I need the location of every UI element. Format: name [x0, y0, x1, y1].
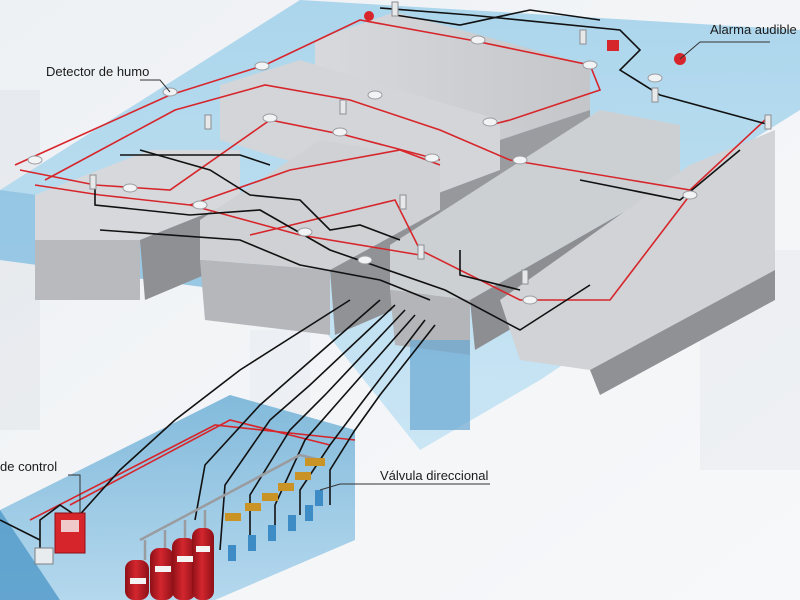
leader-smoke-detector: [140, 79, 171, 93]
valve-handle-icon: [262, 493, 278, 501]
audible-alarm-icon: [364, 11, 374, 21]
nozzle-icon: [391, 1, 399, 17]
cylinder-icon: [192, 528, 214, 600]
nozzle-icon: [651, 87, 659, 103]
valve-handle-icon: [278, 483, 294, 491]
control-panel-icon: [34, 512, 86, 565]
valve-body-icon: [288, 515, 296, 531]
nozzle-icon: [204, 114, 212, 130]
room-floor-edge: [0, 510, 60, 600]
smoke-detector-icon: [122, 183, 138, 193]
valve-body-icon: [268, 525, 276, 541]
leader-control-panel: [68, 474, 81, 513]
agent-cylinders: [125, 528, 214, 600]
valve-handle-icon: [225, 513, 241, 521]
smoke-detector-icon: [582, 60, 598, 70]
directional-valves: [225, 458, 325, 561]
valve-body-icon: [305, 505, 313, 521]
nozzle-icon: [521, 269, 529, 285]
nozzle-icon: [399, 194, 407, 210]
label-control-panel: de control: [0, 459, 58, 474]
rack-far-right-side: [590, 270, 775, 395]
smoke-detector-icon: [470, 35, 486, 45]
smoke-detector-icon: [424, 153, 440, 163]
smoke-detector-icon: [682, 190, 698, 200]
label-audible-alarm: Alarma audible: [710, 22, 797, 37]
smoke-detector-icon: [482, 117, 498, 127]
room-door: [410, 340, 470, 430]
nozzle-icon: [579, 29, 587, 45]
manual-pull-station-icon: [607, 40, 619, 51]
valve-body-icon: [315, 490, 323, 506]
smoke-detector-icon: [512, 155, 528, 165]
smoke-detector-icon: [297, 227, 313, 237]
smoke-detector-icon: [367, 90, 383, 100]
leader-directional-valve: [319, 483, 490, 491]
rack-far-right-top: [500, 130, 775, 370]
nozzle-icon: [417, 244, 425, 260]
nozzle-icon: [764, 114, 772, 130]
cylinder-icon: [150, 548, 174, 600]
valve-handle-icon: [305, 458, 325, 466]
rack-left-front: [35, 240, 140, 300]
room-enclosure: [0, 395, 355, 600]
discharge-nozzles: [89, 1, 772, 285]
valve-body-icon: [248, 535, 256, 551]
rack-center-front: [200, 260, 330, 335]
smoke-detector-icon: [27, 155, 43, 165]
nozzle-icon: [89, 174, 97, 190]
smoke-detector-icon: [357, 255, 373, 265]
valve-handle-icon: [295, 472, 311, 480]
control-wiring: [0, 7, 771, 560]
valve-handle-icon: [245, 503, 261, 511]
label-smoke-detector: Detector de humo: [46, 64, 150, 79]
nozzle-icon: [339, 99, 347, 115]
smoke-detector-icon: [522, 295, 538, 305]
smoke-detector-icon: [332, 127, 348, 137]
smoke-detector-icon: [254, 61, 270, 71]
callout-leaders: [68, 41, 770, 513]
valve-body-icon: [228, 545, 236, 561]
smoke-detector-icon: [262, 113, 278, 123]
smoke-detectors: [27, 35, 698, 305]
smoke-detector-icon: [647, 73, 663, 83]
detection-wiring: [14, 19, 766, 521]
label-directional-valve: Válvula direccional: [380, 468, 489, 483]
server-racks: [35, 12, 775, 395]
rack-left-top: [35, 150, 240, 240]
cylinder-icon: [172, 538, 196, 600]
smoke-detector-icon: [192, 200, 208, 210]
rack-center-top: [200, 140, 440, 270]
rack-right-top: [390, 110, 680, 300]
leader-audible-alarm: [679, 41, 770, 60]
